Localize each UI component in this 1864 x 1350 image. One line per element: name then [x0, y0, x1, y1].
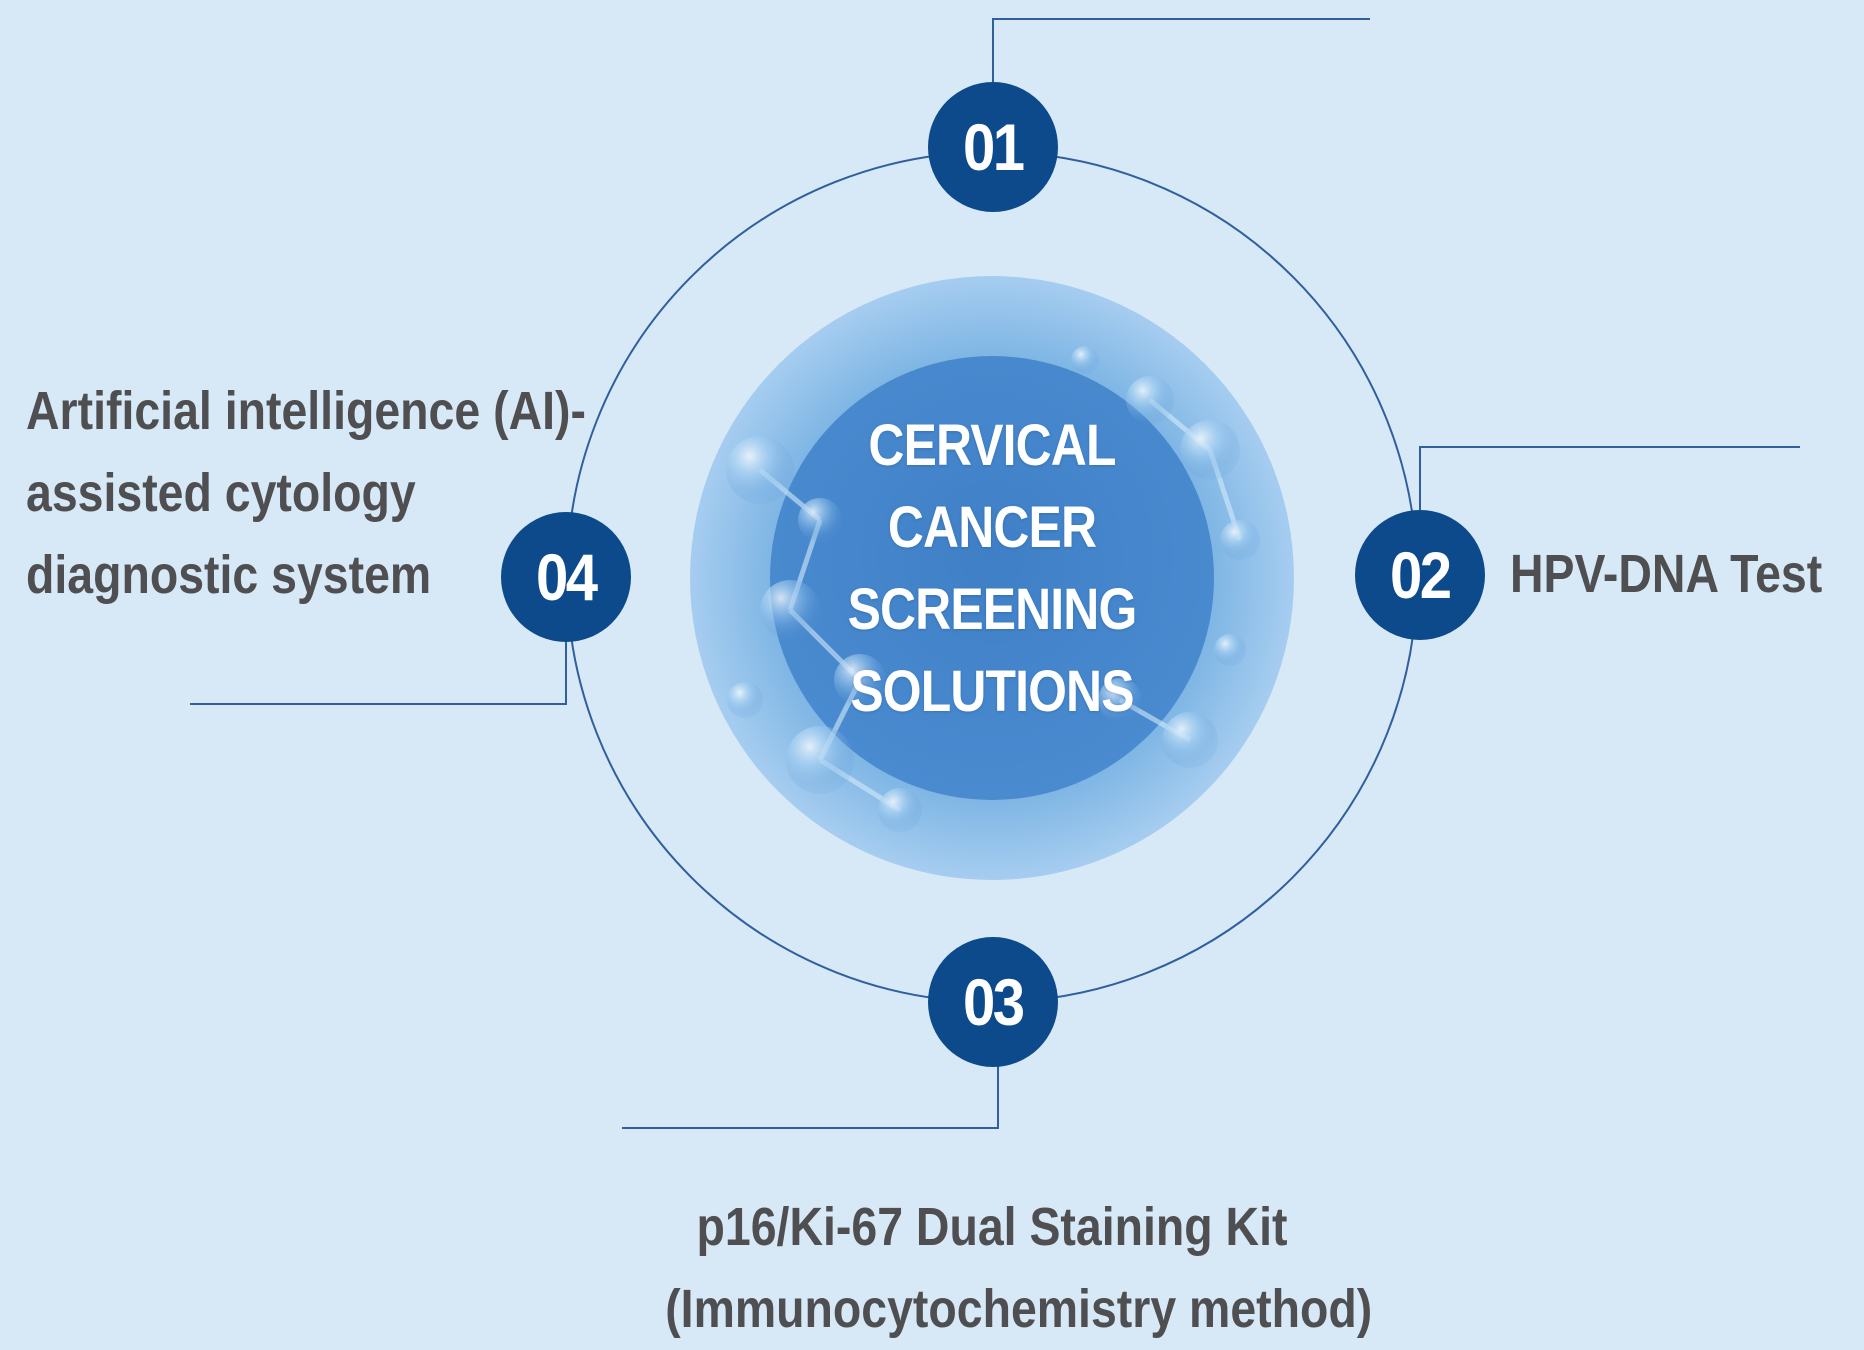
center-title-line-2: CANCER	[887, 495, 1097, 560]
badge-01-number: 01	[963, 110, 1025, 184]
connector-01	[992, 18, 1370, 82]
label-04-line-3: diagnostic system	[26, 545, 432, 605]
badge-02: 02	[1355, 510, 1485, 640]
molecule-illustration-icon	[726, 346, 1260, 832]
center-title-line-3: SCREENING	[847, 577, 1138, 642]
center-title-line-4: SOLUTIONS	[850, 659, 1134, 724]
connector-04	[190, 642, 567, 705]
badge-02-number: 02	[1390, 538, 1452, 612]
connector-02	[1419, 446, 1800, 510]
label-04-line-2: assisted cytology	[26, 463, 416, 523]
badge-04-number: 04	[536, 540, 598, 614]
badge-04: 04	[501, 512, 631, 642]
label-02: HPV-DNA Test	[1510, 533, 1822, 615]
label-04: Artificial intelligence (AI)- assisted c…	[26, 370, 586, 616]
badge-03: 03	[928, 937, 1058, 1067]
connector-03	[622, 1062, 999, 1129]
center-title: CERVICAL CANCER SCREENING SOLUTIONS	[777, 405, 1207, 733]
label-03: p16/Ki-67 Dual Staining Kit (Immunocytoc…	[665, 1186, 1373, 1350]
label-03-line-1: p16/Ki-67 Dual Staining Kit	[696, 1197, 1288, 1257]
badge-01: 01	[928, 82, 1058, 212]
label-04-line-1: Artificial intelligence (AI)-	[26, 381, 586, 441]
center-title-line-1: CERVICAL	[868, 413, 1116, 478]
badge-03-number: 03	[963, 965, 1025, 1039]
label-02-line-1: HPV-DNA Test	[1510, 544, 1823, 604]
label-03-line-2: (Immunocytochemistry method)	[665, 1279, 1373, 1339]
